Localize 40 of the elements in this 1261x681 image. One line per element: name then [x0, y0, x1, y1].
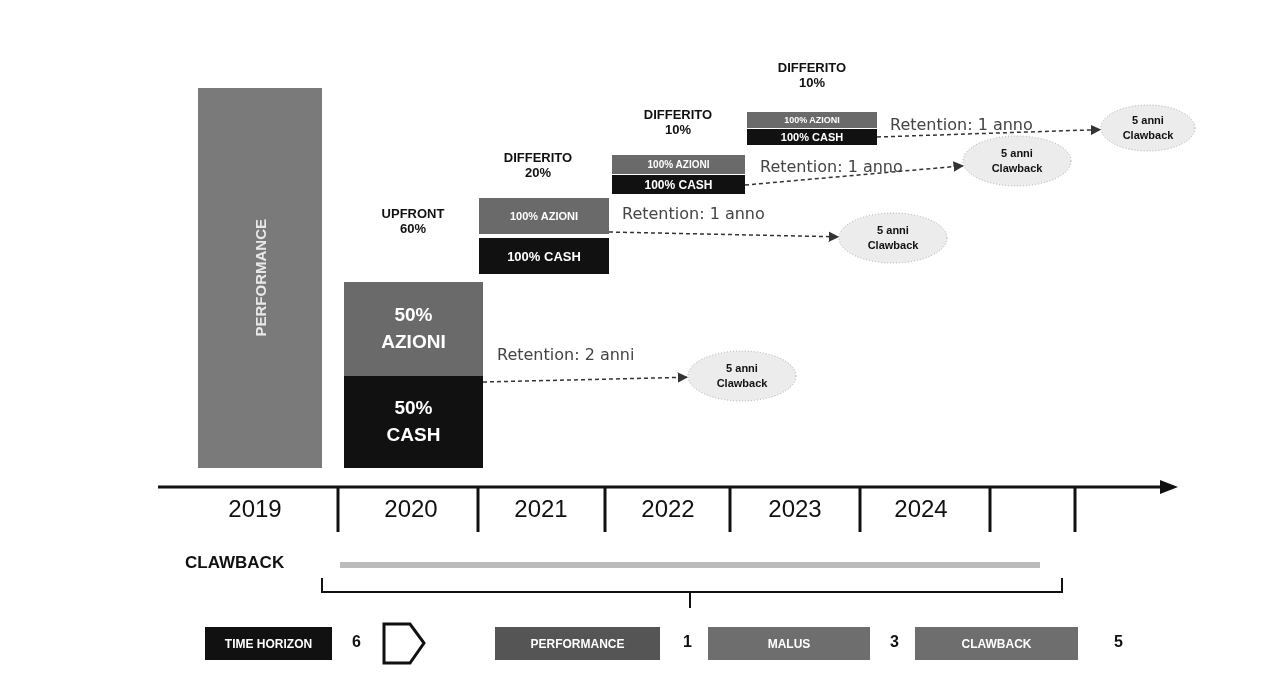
year-label: 2024 [893, 495, 949, 523]
clawback-key: CLAWBACK [915, 627, 1078, 660]
year-label: 2020 [383, 495, 439, 523]
dashed-arrow [608, 231, 840, 242]
year-label: 2021 [513, 495, 569, 523]
dashed-arrow [482, 372, 689, 383]
cash-block: 100% CASH [612, 175, 745, 194]
year-label: 2019 [227, 495, 283, 523]
clawback-ellipse: 5 anni Clawback [962, 135, 1072, 187]
deferred-heading: DIFFERITO 10% [642, 107, 714, 137]
retention-label: Retention: 1 anno [622, 204, 765, 223]
deferred-heading: DIFFERITO 20% [502, 150, 574, 180]
dashed-arrow [876, 124, 1102, 138]
year-label: 2022 [640, 495, 696, 523]
retention-label: Retention: 1 anno [890, 115, 1033, 134]
time-horizon-key: TIME HORIZON [205, 627, 332, 660]
deferred-heading: DIFFERITO 10% [776, 60, 848, 90]
performance-bar: PERFORMANCE [198, 88, 322, 468]
shares-block: 100% AZIONI [612, 155, 745, 174]
retention-label: Retention: 2 anni [497, 345, 635, 364]
performance-key: PERFORMANCE [495, 627, 660, 660]
key-number: 6 [352, 633, 361, 651]
key-number: 5 [1114, 633, 1123, 651]
dashed-arrow [744, 161, 964, 186]
retention-label: Retention: 1 anno [760, 157, 903, 176]
clawback-ellipse: 5 anni Clawback [687, 350, 797, 402]
malus-key: MALUS [708, 627, 870, 660]
clawback-label: CLAWBACK [185, 553, 285, 573]
upfront-heading: UPFRONT 60% [380, 206, 446, 236]
clawback-ellipse: 5 anni Clawback [1100, 104, 1196, 152]
year-label: 2023 [767, 495, 823, 523]
cash-block: 100% CASH [479, 238, 609, 274]
key-number: 1 [683, 633, 692, 651]
cash-block: 50% CASH [344, 376, 483, 468]
cash-block: 100% CASH [747, 129, 877, 145]
shares-block: 100% AZIONI [479, 198, 609, 234]
shares-block: 100% AZIONI [747, 112, 877, 128]
clawback-ellipse: 5 anni Clawback [838, 212, 948, 264]
key-number: 3 [890, 633, 899, 651]
shares-block: 50% AZIONI [344, 282, 483, 376]
